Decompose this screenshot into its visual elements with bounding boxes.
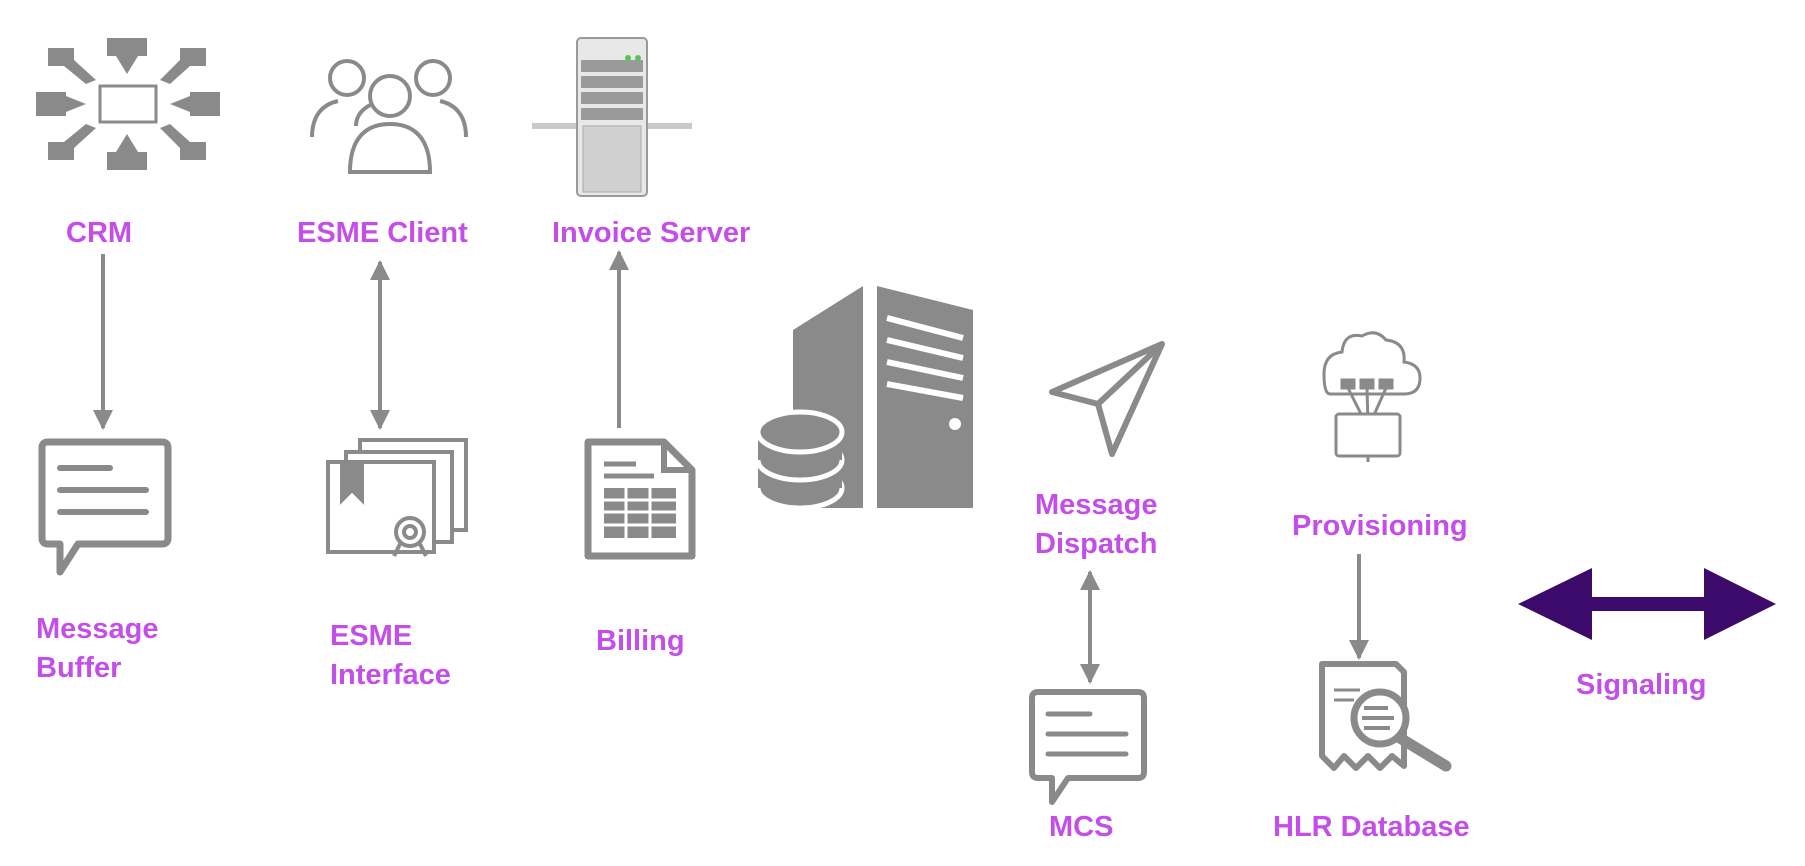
signaling-label: Signaling — [1576, 669, 1707, 701]
mcs-label: MCS — [1049, 811, 1114, 843]
crm-label: CRM — [66, 217, 133, 249]
users-group-icon — [310, 59, 468, 174]
crm-network-icon — [36, 38, 220, 170]
paper-plane-icon — [1049, 341, 1165, 457]
provisioning-label: Provisioning — [1292, 510, 1468, 542]
document-search-icon — [1319, 661, 1452, 772]
esme-interface-label: ESME Interface — [330, 620, 451, 691]
cloud-network-icon — [1322, 331, 1422, 462]
invoice-server-label: Invoice Server — [552, 217, 751, 249]
message-buffer-label: Message Buffer — [36, 613, 159, 684]
mcs-chat-icon — [1029, 689, 1147, 805]
spreadsheet-document-icon — [584, 438, 696, 560]
server-tower-icon — [532, 37, 692, 197]
message-dispatch-label: Message Dispatch — [1035, 489, 1158, 560]
chat-message-icon — [38, 438, 172, 576]
database-server-icon — [755, 286, 973, 511]
certificate-stack-icon — [326, 438, 468, 557]
double-arrow-icon — [1518, 568, 1776, 640]
esme-client-label: ESME Client — [297, 217, 468, 249]
hlr-database-label: HLR Database — [1273, 811, 1470, 843]
billing-label: Billing — [596, 625, 685, 657]
